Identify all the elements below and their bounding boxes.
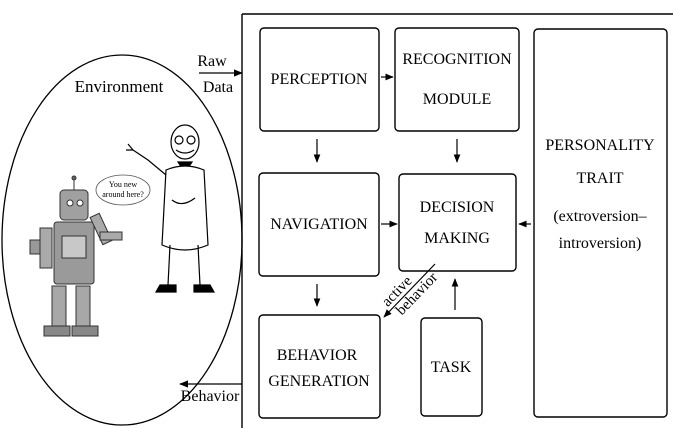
speech-bubble: You new around here?	[95, 174, 151, 206]
navigation-box	[258, 172, 380, 277]
behavior-output-label: Behavior	[181, 388, 240, 405]
task-module: TASK	[420, 317, 483, 417]
environment-label: Environment	[75, 77, 164, 96]
task-label: TASK	[431, 359, 472, 376]
raw-data-label-line-2: Data	[203, 79, 233, 96]
personality-trait-box	[533, 28, 668, 418]
recognition-module: RECOGNITION MODULE	[394, 27, 520, 132]
speech-bubble-line-2: around here?	[102, 190, 144, 199]
personality-label-line-4: introversion)	[559, 235, 642, 252]
navigation-label: NAVIGATION	[270, 216, 368, 233]
recognition-label-line-2: MODULE	[423, 91, 491, 108]
behavior-generation-module: BEHAVIOR GENERATION	[258, 314, 381, 419]
arrow-decision-to-behavior-generation	[383, 263, 436, 318]
raw-data-label-line-1: Raw	[197, 53, 227, 70]
decision-module: DECISION MAKING	[398, 173, 517, 272]
behavior-generation-label-line-1: BEHAVIOR	[277, 347, 358, 364]
perception-label: PERCEPTION	[271, 71, 368, 88]
personality-label-line-1: PERSONALITY	[545, 137, 655, 154]
perception-box	[259, 27, 380, 132]
navigation-module: NAVIGATION	[258, 172, 380, 277]
raw-data-input: Raw Data	[197, 53, 243, 96]
decision-label-line-2: MAKING	[424, 230, 490, 247]
behavior-generation-box	[258, 314, 381, 419]
recognition-box	[394, 27, 520, 132]
personality-label-line-3: (extroversion–	[553, 208, 647, 225]
perception-module: PERCEPTION	[259, 27, 380, 132]
decision-box	[398, 173, 517, 272]
personality-trait-module: PERSONALITY TRAIT (extroversion– introve…	[533, 28, 668, 418]
man-illustration	[126, 124, 216, 293]
task-box	[420, 317, 483, 417]
speech-bubble-line-1: You new	[109, 180, 138, 189]
robot-illustration	[29, 175, 123, 337]
decision-label-line-1: DECISION	[420, 199, 495, 216]
system-boundary	[241, 13, 673, 428]
recognition-label-line-1: RECOGNITION	[402, 51, 512, 68]
personality-label-line-2: TRAIT	[576, 170, 623, 187]
behavior-generation-label-line-2: GENERATION	[268, 373, 370, 390]
behavior-output: Behavior	[179, 380, 242, 405]
